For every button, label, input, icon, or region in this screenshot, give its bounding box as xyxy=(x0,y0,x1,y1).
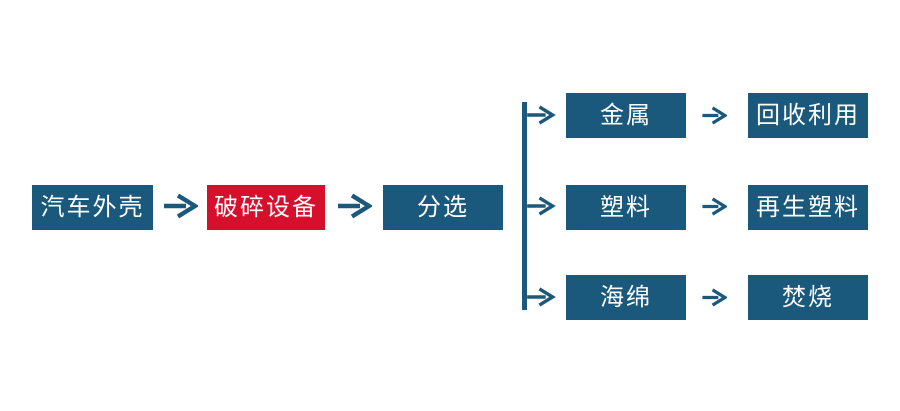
right-arrow-icon xyxy=(164,193,198,219)
node-sponge: 海绵 xyxy=(566,275,686,320)
right-arrow-icon xyxy=(702,106,727,125)
node-incineration: 焚烧 xyxy=(748,275,868,320)
node-recycled-plastic: 再生塑料 xyxy=(748,185,868,230)
node-plastic: 塑料 xyxy=(566,185,686,230)
node-recycling: 回收利用 xyxy=(748,93,868,138)
branch-arrow-icon xyxy=(527,287,556,307)
right-arrow-icon xyxy=(338,193,372,219)
right-arrow-icon xyxy=(702,197,727,216)
branch-connector-line xyxy=(522,102,527,310)
branch-arrow-icon xyxy=(527,105,556,125)
node-crushing-equipment: 破碎设备 xyxy=(207,185,325,230)
node-sorting: 分选 xyxy=(383,185,503,230)
node-metal: 金属 xyxy=(566,93,686,138)
node-car-shell: 汽车外壳 xyxy=(32,185,153,230)
right-arrow-icon xyxy=(702,288,727,307)
branch-arrow-icon xyxy=(527,196,556,216)
